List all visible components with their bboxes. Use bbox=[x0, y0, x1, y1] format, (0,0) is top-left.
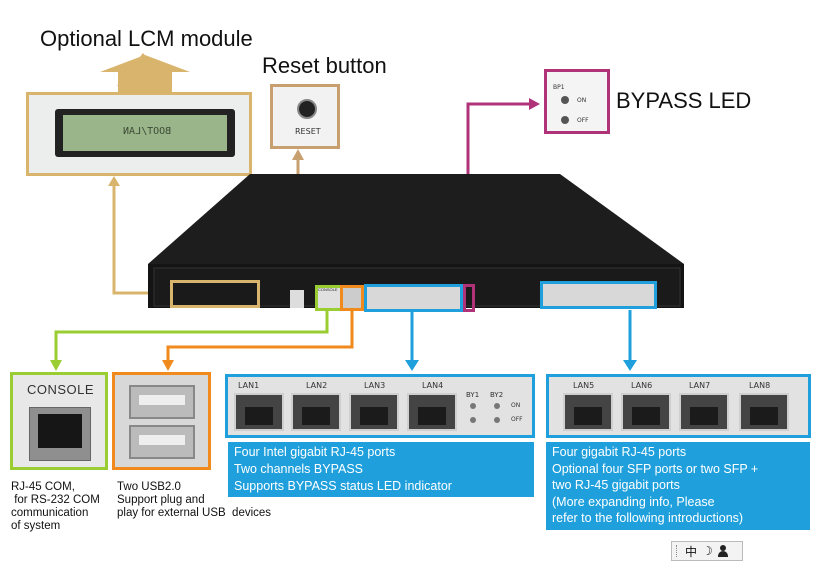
usb-connector bbox=[166, 310, 354, 362]
front-lan-group1 bbox=[364, 284, 463, 312]
lan-group2-description: Four gigabit RJ-45 ports Optional four S… bbox=[546, 442, 810, 530]
lcm-arrow-head bbox=[100, 55, 190, 72]
lcm-screen-text: BOOT/LAN bbox=[123, 126, 172, 137]
lan5-port-icon bbox=[563, 393, 613, 431]
lcm-title: Optional LCM module bbox=[40, 26, 253, 51]
front-lan-group2 bbox=[540, 281, 657, 309]
ime-grip-icon[interactable] bbox=[676, 545, 680, 557]
lan3-port-icon bbox=[349, 393, 399, 431]
front-bypass-led bbox=[463, 284, 475, 312]
lan-group1-image: LAN1 LAN2 LAN3 LAN4 BY1 BY2 ON OFF bbox=[225, 374, 535, 438]
rj45-port-icon bbox=[29, 407, 91, 461]
by2-label: BY2 bbox=[490, 391, 504, 399]
console-header: CONSOLE bbox=[27, 382, 95, 397]
lan7-label: LAN7 bbox=[689, 381, 711, 390]
reset-hole-icon bbox=[297, 99, 317, 119]
bypass-led-image: BP1 ON OFF bbox=[544, 69, 610, 134]
front-console-port: CONSOLE bbox=[315, 285, 343, 311]
by2-off-led-icon bbox=[494, 417, 500, 423]
lan6-label: LAN6 bbox=[631, 381, 653, 390]
lan4-port-icon bbox=[407, 393, 457, 431]
lan7-port-icon bbox=[679, 393, 729, 431]
by1-off-led-icon bbox=[470, 417, 476, 423]
lcm-module-image: BOOT/LAN bbox=[26, 92, 252, 176]
by-on-label: ON bbox=[511, 402, 521, 409]
usb-port-bottom-icon bbox=[129, 425, 195, 459]
lan5-label: LAN5 bbox=[573, 381, 595, 390]
by1-label: BY1 bbox=[466, 391, 480, 399]
lan2-port-icon bbox=[291, 393, 341, 431]
usb-caption: Two USB2.0 Support plug and play for ext… bbox=[117, 481, 272, 519]
lan4-label: LAN4 bbox=[422, 381, 444, 390]
front-usb-ports bbox=[340, 285, 364, 311]
lan1-port-icon bbox=[234, 393, 284, 431]
console-caption: RJ-45 COM, for RS-232 COM communication … bbox=[11, 481, 100, 532]
reset-button-image: RESET bbox=[270, 84, 340, 149]
lan8-port-icon bbox=[739, 393, 789, 431]
by2-on-led-icon bbox=[494, 403, 500, 409]
bypass-title: BYPASS LED bbox=[616, 88, 752, 113]
lan2-label: LAN2 bbox=[306, 381, 328, 390]
led-off-icon bbox=[561, 116, 569, 124]
bypass-led-off-label: OFF bbox=[577, 117, 589, 124]
ime-user-icon[interactable] bbox=[717, 545, 728, 557]
front-reset-button bbox=[290, 290, 304, 308]
ime-toolbar[interactable]: 中 ☽ bbox=[671, 541, 743, 561]
bypass-led-on-label: ON bbox=[577, 97, 587, 104]
front-lcm-slot bbox=[170, 280, 260, 308]
lcm-screen: BOOT/LAN bbox=[63, 115, 227, 151]
usb-port-top-icon bbox=[129, 385, 195, 419]
lcm-bezel: BOOT/LAN bbox=[55, 109, 235, 157]
reset-title: Reset button bbox=[262, 53, 387, 78]
reset-caption: RESET bbox=[295, 127, 321, 136]
by1-on-led-icon bbox=[470, 403, 476, 409]
by-off-label: OFF bbox=[511, 416, 523, 423]
lan3-label: LAN3 bbox=[364, 381, 386, 390]
bypass-led-title: BP1 bbox=[553, 84, 565, 91]
lan8-label: LAN8 bbox=[749, 381, 771, 390]
ime-language-button[interactable]: 中 bbox=[685, 544, 698, 559]
usb-detail-image bbox=[112, 372, 211, 470]
led-on-icon bbox=[561, 96, 569, 104]
console-connector bbox=[54, 310, 329, 362]
lan1-label: LAN1 bbox=[238, 381, 260, 390]
ime-moon-icon[interactable]: ☽ bbox=[702, 544, 713, 558]
lan6-port-icon bbox=[621, 393, 671, 431]
lan-group1-description: Four Intel gigabit RJ-45 ports Two chann… bbox=[228, 442, 534, 497]
lan-group2-image: LAN5 LAN6 LAN7 LAN8 bbox=[546, 374, 811, 438]
console-detail-image: CONSOLE bbox=[10, 372, 108, 470]
